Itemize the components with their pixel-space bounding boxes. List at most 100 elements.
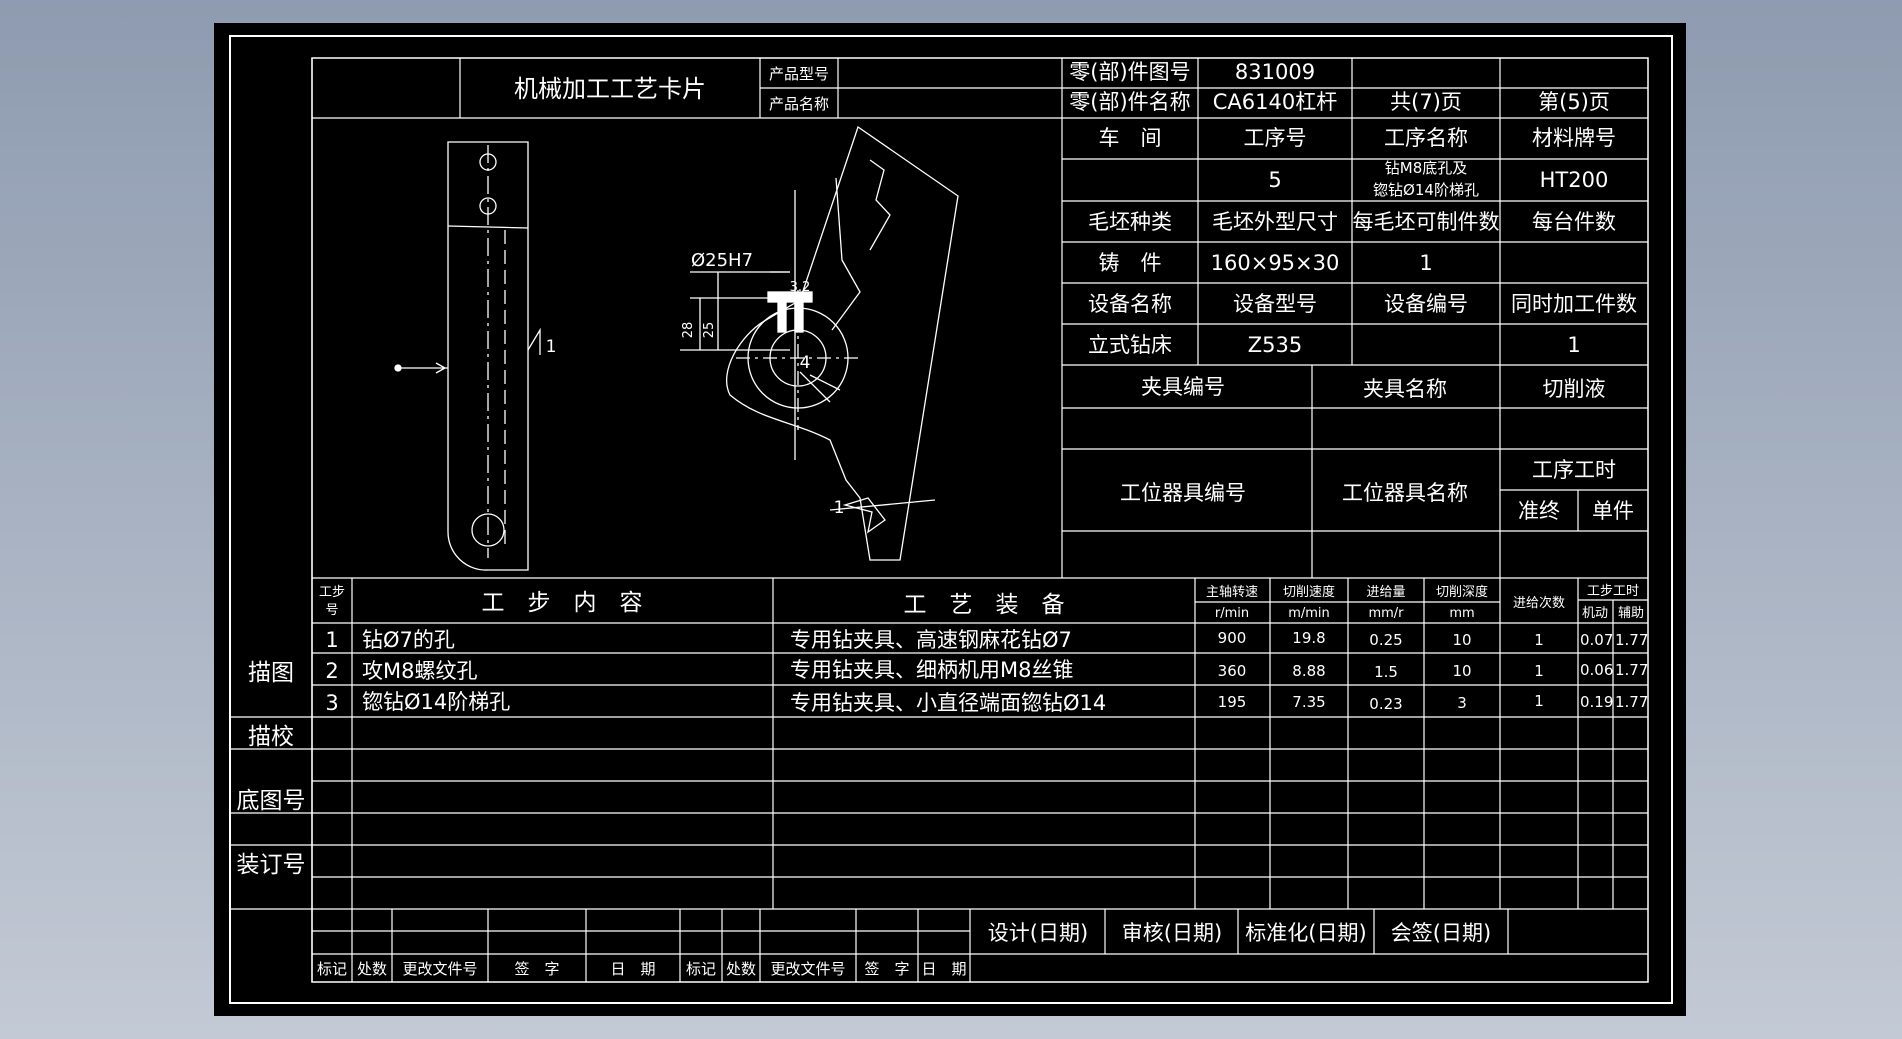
side-label-check: 描校 [248, 724, 294, 750]
step-spindle: 195 [1218, 693, 1247, 711]
side-label-trace: 描图 [248, 660, 294, 686]
equip-no-label: 设备编号 [1384, 292, 1468, 316]
step-aux-time: 1.77 [1615, 693, 1648, 711]
material-label: 材料牌号 [1532, 126, 1616, 150]
title-block-text: 机械加工工艺卡片 产品型号 产品名称 零(部)件图号 831009 零(部)件名… [514, 60, 1610, 114]
paper [214, 23, 1686, 1016]
total-pages: 共(7)页 [1390, 90, 1462, 114]
footer-date-2: 日 期 [921, 960, 966, 978]
drawing-annotations: Ø25H7 28 25 3.2 4 1 1 [546, 250, 845, 518]
footer-countersign: 会签(日期) [1391, 921, 1491, 945]
part-no-value: 831009 [1235, 60, 1315, 84]
op-no-label: 工序号 [1244, 126, 1307, 150]
equip-model-label: 设备型号 [1233, 292, 1317, 316]
footer-review: 审核(日期) [1122, 921, 1222, 945]
station-no-label: 工位器具编号 [1120, 481, 1246, 505]
footer-sign-1: 签 字 [514, 960, 559, 978]
header-grid [230, 58, 1648, 982]
time-machine-header: 机动 [1582, 606, 1608, 621]
per-blank-label: 每毛坯可制件数 [1353, 210, 1500, 234]
label-1-side: 1 [546, 337, 557, 357]
side-view [394, 141, 541, 571]
per-unit-label: 每台件数 [1532, 210, 1616, 234]
footer-count-2: 处数 [726, 960, 756, 978]
cut-speed-header-1: 切削速度 [1283, 584, 1335, 600]
step-no-header-2: 号 [325, 603, 338, 618]
step-equipment: 专用钻夹具、细柄机用M8丝锥 [790, 658, 1073, 682]
footer-change-doc-1: 更改文件号 [402, 960, 477, 978]
footer-standard: 标准化(日期) [1245, 921, 1366, 945]
page-number: 第(5)页 [1538, 90, 1610, 114]
outer-frame [229, 35, 1673, 1004]
blank-type-value: 铸 件 [1099, 251, 1162, 275]
passes-header: 进给次数 [1513, 595, 1565, 611]
step-no: 3 [325, 691, 338, 715]
step-passes: 1 [1534, 662, 1544, 680]
op-name-line2: 锪钻Ø14阶梯孔 [1373, 181, 1479, 199]
table-row: 1 钻Ø7的孔 专用钻夹具、高速钢麻花钻Ø7 900 19.8 0.25 10 … [325, 628, 1648, 652]
per-blank-value: 1 [1419, 251, 1432, 275]
side-labels: 描图 描校 底图号 装订号 [237, 660, 306, 878]
footer-date-1: 日 期 [610, 960, 655, 978]
label-4: 4 [800, 353, 811, 373]
step-content: 锪钻Ø14阶梯孔 [362, 690, 510, 714]
spindle-header-2: r/min [1215, 606, 1249, 621]
step-no: 2 [325, 659, 338, 683]
time-header: 工步工时 [1587, 584, 1639, 599]
step-spindle: 360 [1218, 662, 1247, 680]
step-depth: 10 [1452, 631, 1471, 649]
steps-rows: 1 钻Ø7的孔 专用钻夹具、高速钢麻花钻Ø7 900 19.8 0.25 10 … [325, 628, 1648, 715]
op-name-label: 工序名称 [1384, 126, 1468, 150]
op-name-line1: 钻M8底孔及 [1385, 159, 1468, 177]
step-content-header: 工 步 内 容 [482, 590, 643, 616]
prep-label: 准终 [1518, 499, 1560, 523]
workshop-label: 车 间 [1099, 126, 1162, 150]
part-name-value: CA6140杠杆 [1213, 90, 1337, 114]
card-title: 机械加工工艺卡片 [514, 75, 706, 103]
product-name-label: 产品名称 [769, 95, 829, 113]
step-machine-time: 0.07 [1580, 631, 1613, 649]
feed-header-1: 进给量 [1366, 585, 1405, 600]
unit-label: 单件 [1592, 499, 1634, 523]
step-depth: 3 [1457, 694, 1467, 712]
material-value: HT200 [1540, 168, 1609, 192]
simul-label: 同时加工件数 [1511, 292, 1637, 316]
step-equipment: 专用钻夹具、小直径端面锪钻Ø14 [790, 691, 1106, 715]
step-aux-time: 1.77 [1615, 661, 1648, 679]
equipment-header: 工 艺 装 备 [904, 592, 1065, 618]
blank-type-label: 毛坯种类 [1088, 210, 1172, 234]
step-content: 攻M8螺纹孔 [362, 659, 477, 683]
step-feed: 1.5 [1374, 663, 1398, 681]
footer-sign-2: 签 字 [864, 960, 909, 978]
step-machine-time: 0.06 [1580, 661, 1613, 679]
simul-value: 1 [1567, 333, 1580, 357]
step-no-header-1: 工步 [319, 585, 345, 600]
step-speed: 7.35 [1292, 693, 1325, 711]
equip-name-value: 立式钻床 [1088, 333, 1172, 357]
footer-mark-2: 标记 [686, 960, 716, 978]
feed-header-2: mm/r [1368, 606, 1404, 621]
part-drawing [394, 125, 959, 571]
op-time-label: 工序工时 [1532, 458, 1616, 482]
blank-size-label: 毛坯外型尺寸 [1212, 210, 1338, 234]
depth-header-2: mm [1449, 606, 1474, 621]
step-speed: 19.8 [1292, 629, 1325, 647]
step-speed: 8.88 [1292, 662, 1325, 680]
time-aux-header: 辅助 [1618, 606, 1644, 621]
footer-design: 设计(日期) [988, 921, 1088, 945]
step-spindle: 900 [1218, 629, 1247, 647]
part-no-label: 零(部)件图号 [1069, 60, 1190, 84]
step-passes: 1 [1534, 631, 1544, 649]
step-depth: 10 [1452, 662, 1471, 680]
footer-mark-1: 标记 [317, 960, 347, 978]
equip-model-value: Z535 [1248, 333, 1302, 357]
table-row: 3 锪钻Ø14阶梯孔 专用钻夹具、小直径端面锪钻Ø14 195 7.35 0.2… [325, 690, 1648, 715]
product-model-label: 产品型号 [769, 65, 829, 83]
step-no: 1 [325, 628, 338, 652]
dimension-28: 28 [681, 322, 696, 339]
part-name-label: 零(部)件名称 [1069, 90, 1190, 114]
front-view [680, 125, 959, 561]
side-label-base-no: 底图号 [237, 788, 306, 814]
cut-speed-header-2: m/min [1288, 606, 1330, 621]
